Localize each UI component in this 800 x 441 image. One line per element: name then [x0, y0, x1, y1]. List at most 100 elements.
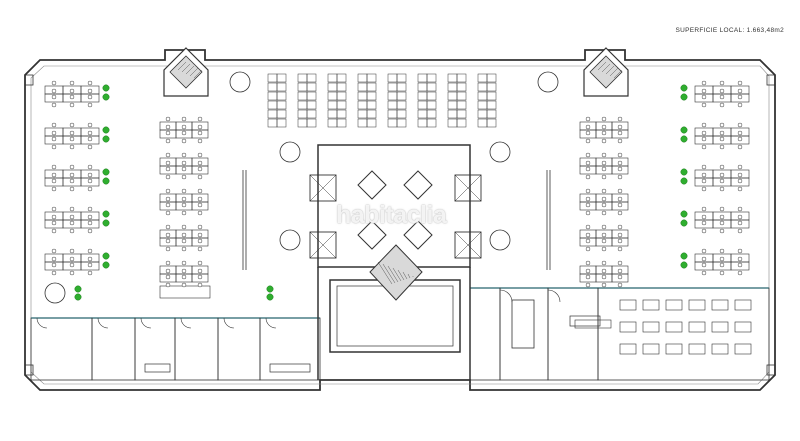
chair — [87, 220, 93, 226]
chair — [87, 270, 93, 276]
workstation-desk — [417, 109, 428, 119]
workstation-desk — [396, 118, 407, 128]
workstation-desk — [306, 118, 317, 128]
chair — [585, 232, 591, 238]
workstation-desk — [267, 109, 278, 119]
workstation-desk — [456, 100, 467, 110]
workstation-desk — [80, 93, 100, 103]
storage-room — [469, 287, 501, 381]
chair — [585, 210, 591, 216]
chair — [701, 206, 707, 212]
private-office — [134, 317, 176, 381]
chair — [601, 268, 607, 274]
workstation-desk — [486, 82, 497, 92]
plant — [266, 285, 274, 293]
workstation-desk — [276, 82, 287, 92]
workstation-desk — [417, 91, 428, 101]
workstation-desk — [387, 82, 398, 92]
plant — [102, 210, 110, 218]
chair — [617, 160, 623, 166]
workstation-desk — [426, 91, 437, 101]
training-table — [734, 299, 752, 311]
chair — [737, 94, 743, 100]
training-table — [642, 321, 660, 333]
chair — [737, 262, 743, 268]
chair — [181, 138, 187, 144]
training-table — [688, 343, 706, 355]
workstation-desk — [80, 135, 100, 145]
workstation-desk — [191, 165, 209, 175]
chair — [737, 228, 743, 234]
workstation-desk — [327, 109, 338, 119]
chair — [69, 172, 75, 178]
chair — [601, 274, 607, 280]
chair — [197, 232, 203, 238]
workstation-desk — [611, 237, 629, 247]
chair — [87, 136, 93, 142]
workstation-desk — [276, 73, 287, 83]
chair — [585, 138, 591, 144]
chair — [69, 102, 75, 108]
workstation-desk — [366, 82, 377, 92]
chair — [69, 248, 75, 254]
chair — [181, 196, 187, 202]
meeting-room — [499, 287, 549, 381]
chair — [181, 238, 187, 244]
chair — [51, 136, 57, 142]
workstation-desk — [456, 91, 467, 101]
plant — [102, 84, 110, 92]
chair — [51, 172, 57, 178]
workstation-desk — [456, 118, 467, 128]
training-table — [734, 343, 752, 355]
workstation-desks — [44, 71, 750, 329]
chair — [51, 144, 57, 150]
chair — [197, 224, 203, 230]
chair — [585, 274, 591, 280]
chair — [719, 88, 725, 94]
workstation-desk — [336, 118, 347, 128]
plant — [680, 261, 688, 269]
chair — [737, 248, 743, 254]
chair — [701, 122, 707, 128]
workstation-desk — [456, 82, 467, 92]
chair — [701, 94, 707, 100]
private-office — [259, 317, 321, 381]
lobby-diamond — [403, 170, 433, 200]
chair — [69, 214, 75, 220]
stair-step — [601, 63, 611, 73]
chair — [197, 246, 203, 252]
chair — [617, 138, 623, 144]
chair — [197, 152, 203, 158]
stair-step — [181, 63, 191, 73]
plant — [680, 252, 688, 260]
chair — [165, 232, 171, 238]
workstation-desk — [477, 91, 488, 101]
chair — [701, 178, 707, 184]
chair — [585, 152, 591, 158]
chair — [87, 94, 93, 100]
chair — [601, 124, 607, 130]
chair — [197, 268, 203, 274]
stair-step — [613, 69, 623, 79]
training-table — [619, 321, 637, 333]
chair — [585, 124, 591, 130]
chair — [601, 232, 607, 238]
workstation-desk — [366, 73, 377, 83]
chair — [585, 160, 591, 166]
chair — [181, 274, 187, 280]
chair — [585, 166, 591, 172]
training-table — [619, 299, 637, 311]
workstation-desk — [297, 91, 308, 101]
workstation-desk — [366, 100, 377, 110]
chair — [197, 238, 203, 244]
chair — [585, 224, 591, 230]
chair — [197, 202, 203, 208]
chair — [197, 274, 203, 280]
chair — [601, 224, 607, 230]
workstation-desk — [297, 109, 308, 119]
workstation-desk — [276, 109, 287, 119]
chair — [87, 262, 93, 268]
office-chairs — [51, 80, 743, 288]
round-table — [279, 141, 301, 163]
